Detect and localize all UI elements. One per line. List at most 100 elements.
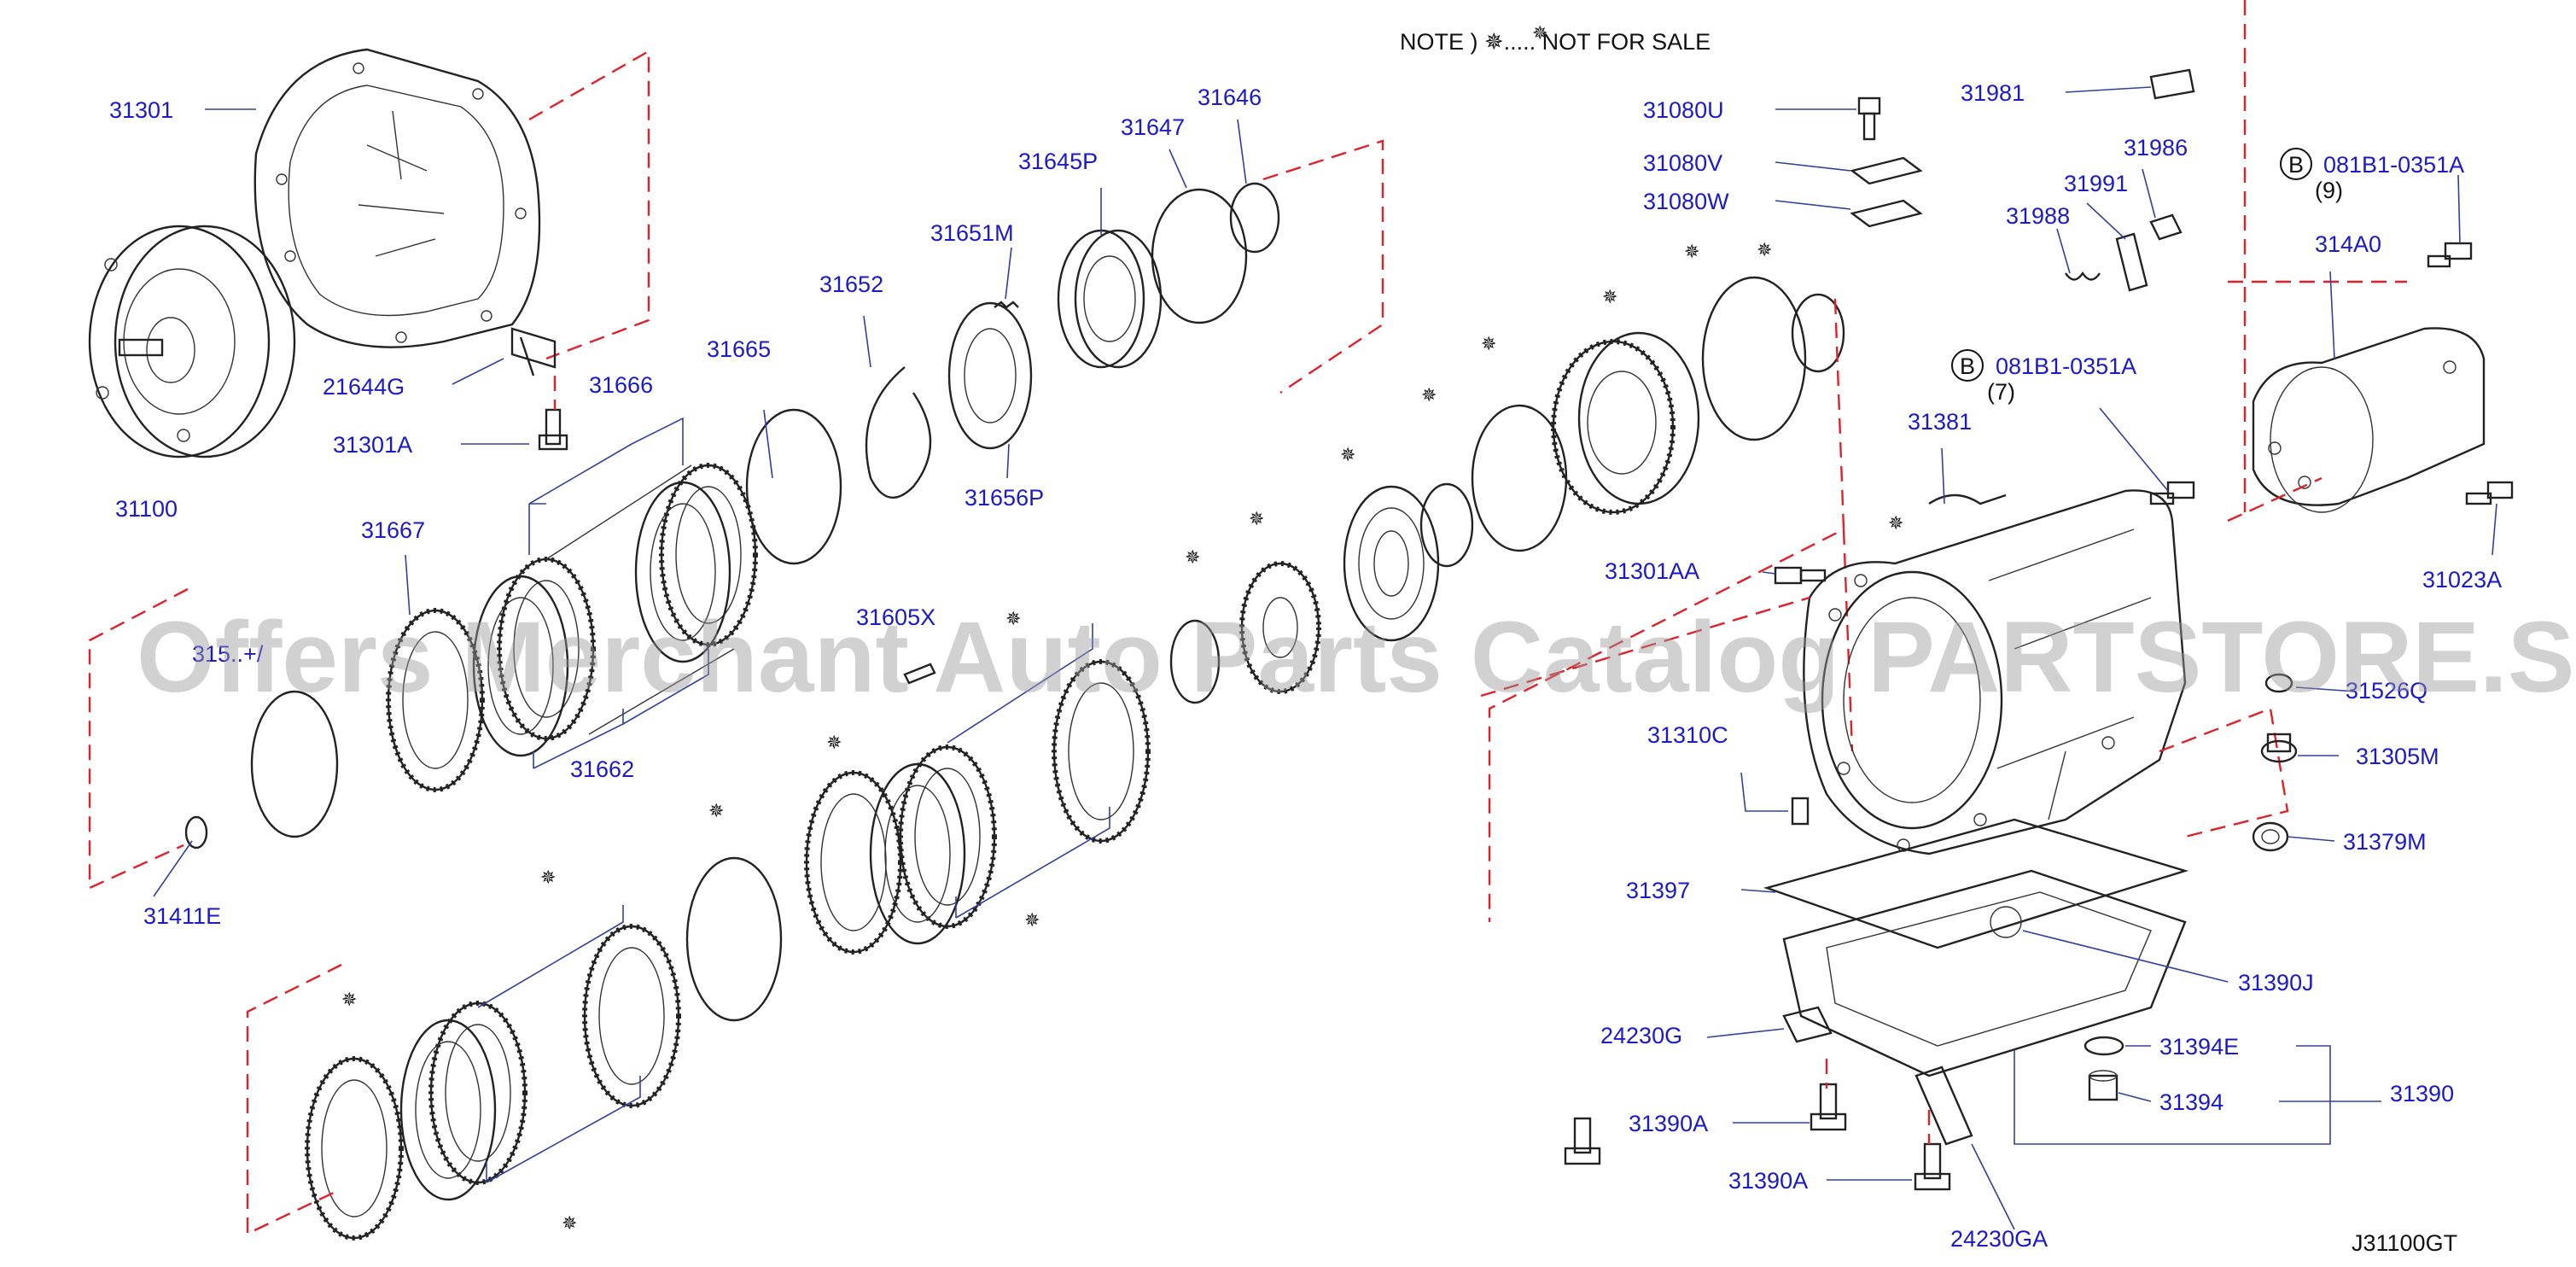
bolt-31394[interactable] (2088, 1070, 2118, 1101)
label-31656P[interactable]: 31656P (965, 485, 1044, 511)
bracket-21644G[interactable] (510, 327, 557, 377)
seal-31526Q[interactable] (2264, 673, 2293, 693)
bolt-31390A-c[interactable] (1564, 1117, 1601, 1165)
label-31667[interactable]: 31667 (361, 517, 425, 543)
spring-31651M[interactable] (994, 301, 1019, 309)
label-31080U[interactable]: 31080U (1643, 97, 1724, 123)
label-31390A-left[interactable]: 31390A (1629, 1111, 1708, 1136)
spring-retainer-31656P[interactable] (947, 301, 1033, 450)
label-31645P[interactable]: 31645P (1018, 149, 1098, 174)
gasket-31397[interactable] (1763, 818, 2189, 949)
label-31390J[interactable]: 31390J (2238, 970, 2314, 996)
clutch-pack-31666[interactable] (634, 463, 758, 663)
snap-ring-31665[interactable] (745, 408, 842, 565)
gasket-31080W[interactable] (1850, 199, 1923, 228)
plug-31305M[interactable] (2260, 733, 2298, 763)
label-24230GA[interactable]: 24230GA (1950, 1226, 2048, 1252)
snap-ring-lower[interactable] (685, 856, 783, 1022)
seal-31647[interactable] (1151, 188, 1248, 324)
label-31394E[interactable]: 31394E (2159, 1034, 2239, 1060)
clutch-drum[interactable] (1551, 331, 1700, 515)
label-31301A[interactable]: 31301A (333, 432, 412, 458)
bracket-24230GA[interactable] (1915, 1066, 1973, 1146)
label-31981[interactable]: 31981 (1961, 80, 2025, 106)
clutch-plate-single[interactable] (804, 770, 903, 955)
tube-31381[interactable] (1928, 493, 2007, 505)
label-31986[interactable]: 31986 (2124, 135, 2188, 161)
snap-ring-315xx[interactable] (250, 690, 339, 838)
bolt-31390A-b[interactable] (1914, 1142, 1951, 1191)
label-31526Q[interactable]: 31526Q (2346, 678, 2427, 704)
washer-31394E[interactable] (2084, 1036, 2124, 1056)
clutch-plate-31667[interactable] (386, 608, 485, 792)
label-31390A-right[interactable]: 31390A (1728, 1168, 1808, 1194)
snap-ring-small[interactable] (1169, 619, 1221, 704)
label-31301AA[interactable]: 31301AA (1605, 558, 1699, 584)
clutch-pack-lower-mid[interactable] (869, 659, 1151, 945)
gasket-31080V[interactable] (1850, 156, 1923, 185)
label-31381[interactable]: 31381 (1908, 409, 1972, 435)
label-21644G[interactable]: 21644G (323, 374, 405, 400)
bolt-31023A[interactable] (2465, 481, 2514, 505)
diagram-code: J31100GT (2352, 1230, 2457, 1256)
label-31379M[interactable]: 31379M (2343, 829, 2427, 855)
label-081B1-0351A-mid[interactable]: 081B1-0351A (1996, 353, 2136, 379)
seal-31411E[interactable] (184, 815, 208, 850)
seal-small-b[interactable] (1791, 293, 1845, 373)
label-31665[interactable]: 31665 (707, 336, 771, 362)
label-31991[interactable]: 31991 (2064, 171, 2128, 196)
seal-31646[interactable] (1229, 182, 1280, 254)
label-31666[interactable]: 31666 (589, 372, 653, 398)
bolt-31080U[interactable] (1857, 96, 1881, 141)
label-31390[interactable]: 31390 (2390, 1081, 2454, 1106)
piston-31645P[interactable] (1057, 229, 1163, 369)
bolt-31301AA[interactable] (1774, 566, 1827, 585)
planetary-gear[interactable] (1239, 561, 1321, 694)
label-31301[interactable]: 31301 (109, 97, 173, 123)
label-31411E[interactable]: 31411E (143, 903, 221, 929)
label-31394[interactable]: 31394 (2159, 1089, 2223, 1115)
label-31605X[interactable]: 31605X (856, 604, 935, 630)
oil-pan-31390[interactable] (1782, 869, 2187, 1077)
label-31100[interactable]: 31100 (115, 496, 178, 522)
label-314A0[interactable]: 314A0 (2315, 231, 2381, 257)
seal-large-b[interactable] (1701, 276, 1807, 441)
converter-housing[interactable] (254, 48, 541, 348)
snap-ring-31652[interactable] (865, 366, 932, 499)
label-31662[interactable]: 31662 (570, 756, 634, 782)
label-31647[interactable]: 31647 (1121, 114, 1185, 140)
label-31023A[interactable]: 31023A (2422, 567, 2502, 593)
bolt-31390A-a[interactable] (1810, 1083, 1847, 1131)
bolt-081B1-0351A-7[interactable] (2149, 481, 2195, 505)
spring-31988[interactable] (2065, 271, 2101, 281)
clip-31605X[interactable] (903, 663, 936, 685)
extension-housing-314A0[interactable] (2252, 327, 2486, 513)
bracket-31981[interactable] (2149, 68, 2195, 100)
bracket-24230G[interactable] (1782, 1006, 1833, 1043)
bolt-081B1-0351A-9[interactable] (2427, 242, 2473, 268)
label-315xx[interactable]: 315..+/ (192, 641, 264, 667)
label-31651M[interactable]: 31651M (930, 220, 1014, 246)
seal-small-a[interactable] (1419, 482, 1474, 568)
lever-31991[interactable] (2115, 232, 2148, 292)
label-31080W[interactable]: 31080W (1643, 189, 1729, 214)
label-31988[interactable]: 31988 (2006, 203, 2070, 229)
torque-converter[interactable] (88, 225, 296, 458)
label-31305M[interactable]: 31305M (2356, 744, 2439, 769)
label-081B1-0351A-top[interactable]: 081B1-0351A (2323, 152, 2464, 178)
label-31652[interactable]: 31652 (819, 272, 883, 297)
bolt-31301A[interactable] (538, 408, 568, 451)
clutch-pack-lower-left[interactable] (399, 924, 681, 1201)
label-31080V[interactable]: 31080V (1643, 150, 1722, 176)
seal-large-a[interactable] (1471, 404, 1568, 552)
transmission-case[interactable] (1803, 489, 2187, 855)
label-31646[interactable]: 31646 (1198, 85, 1262, 110)
plug-31379M[interactable] (2252, 821, 2289, 852)
clutch-plate-bottom[interactable] (305, 1056, 404, 1241)
pin-31986[interactable] (2149, 213, 2183, 241)
dowel-31310C[interactable] (1791, 797, 1810, 826)
label-24230G[interactable]: 24230G (1600, 1023, 1682, 1048)
label-qty-7: (7) (1987, 379, 2015, 405)
label-31397[interactable]: 31397 (1626, 878, 1690, 903)
label-31310C[interactable]: 31310C (1647, 722, 1728, 748)
